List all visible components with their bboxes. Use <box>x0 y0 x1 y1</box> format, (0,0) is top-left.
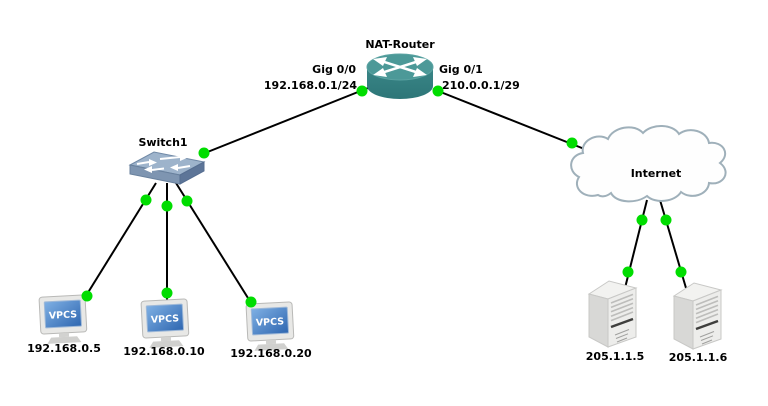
router-if-left-name-label[interactable]: Gig 0/0 <box>312 63 356 76</box>
cloud-shape <box>570 125 727 203</box>
status-dot <box>140 194 152 206</box>
status-dot <box>181 195 193 207</box>
pc3-ip-label[interactable]: 192.168.0.20 <box>230 347 312 360</box>
link-status-dots <box>81 85 687 308</box>
server-node-2[interactable] <box>672 281 723 351</box>
status-dot <box>356 85 368 97</box>
status-dot <box>161 200 173 212</box>
pc-screen-text: VPCS <box>256 316 285 328</box>
switch-arrows-icon <box>136 154 191 173</box>
pc-node-3[interactable]: VPCS <box>245 301 295 352</box>
pc-node-1[interactable]: VPCS <box>38 294 88 345</box>
status-dot <box>161 287 173 299</box>
link-router-cloud[interactable] <box>432 88 593 153</box>
server-tower-icon <box>587 279 638 349</box>
status-dot <box>566 137 578 149</box>
router-body-side <box>367 67 433 99</box>
cloud-label[interactable]: Internet <box>631 167 682 180</box>
pc1-ip-label[interactable]: 192.168.0.5 <box>27 342 101 355</box>
status-dot <box>432 85 444 97</box>
switch-node[interactable] <box>128 151 206 185</box>
router-node[interactable] <box>366 53 434 99</box>
server2-ip-label[interactable]: 205.1.1.6 <box>669 351 728 364</box>
status-dot <box>245 296 257 308</box>
pc-screen-text: VPCS <box>151 313 180 325</box>
router-if-left-ip-label[interactable]: 192.168.0.1/24 <box>264 79 357 92</box>
status-dot <box>660 214 672 226</box>
switch-label[interactable]: Switch1 <box>138 136 187 149</box>
status-dot <box>622 266 634 278</box>
pc2-ip-label[interactable]: 192.168.0.10 <box>123 345 205 358</box>
server1-ip-label[interactable]: 205.1.1.5 <box>586 350 644 363</box>
router-arrows-icon <box>373 57 427 77</box>
status-dot <box>636 214 648 226</box>
internet-cloud-node[interactable]: Internet <box>570 125 727 203</box>
status-dot <box>81 290 93 302</box>
router-if-right-ip-label[interactable]: 210.0.0.1/29 <box>442 79 520 92</box>
link-switch-router[interactable] <box>199 87 369 156</box>
status-dot <box>675 266 687 278</box>
switch-body-right <box>179 161 205 185</box>
status-dot <box>198 147 210 159</box>
pc-screen-text: VPCS <box>49 309 78 321</box>
pc-node-2[interactable]: VPCS <box>140 298 190 349</box>
server-node-1[interactable] <box>587 279 638 349</box>
server-tower-icon <box>672 281 723 351</box>
router-if-right-name-label[interactable]: Gig 0/1 <box>439 63 483 76</box>
router-label[interactable]: NAT-Router <box>365 38 435 51</box>
